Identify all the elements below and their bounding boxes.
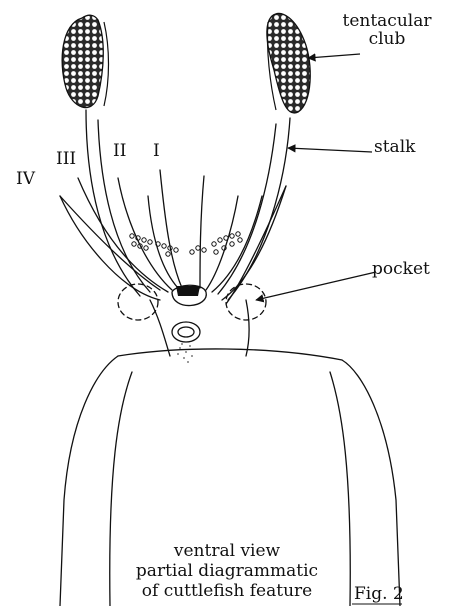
arm-III-right (212, 196, 262, 292)
label-tentacular-line1: tentacular (342, 12, 432, 30)
label-arm-II: II (113, 142, 126, 160)
arm-II-right (206, 196, 238, 290)
arm-IV-right (222, 186, 286, 300)
arm-I-right (200, 176, 204, 288)
tentacular-club-left (62, 15, 103, 107)
pocket-arrow (256, 272, 376, 300)
figure-number: Fig. 2 (354, 585, 404, 603)
tentacular-club-arrow (308, 54, 360, 58)
label-stalk: stalk (374, 138, 415, 156)
label-pocket: pocket (372, 260, 430, 278)
arm-II-left (118, 178, 172, 290)
label-arm-III: III (56, 150, 76, 168)
funnel-stipple (177, 343, 193, 363)
pocket-left (118, 284, 158, 320)
beak (176, 286, 200, 296)
head-outline-right (246, 300, 249, 356)
arm-suckers (130, 232, 242, 256)
label-arm-I: I (153, 142, 160, 160)
label-arm-IV: IV (16, 170, 35, 188)
mantle-top-edge (118, 349, 342, 360)
head-outline (150, 300, 170, 356)
label-tentacular: tentacular club (342, 12, 432, 48)
caption-line1: ventral view (0, 542, 454, 560)
caption-line2: partial diagrammatic (0, 562, 454, 580)
label-tentacular-line2: club (342, 30, 432, 48)
funnel-opening (172, 322, 200, 342)
stalk-arrow (288, 148, 372, 152)
arm-I-left (160, 170, 182, 288)
